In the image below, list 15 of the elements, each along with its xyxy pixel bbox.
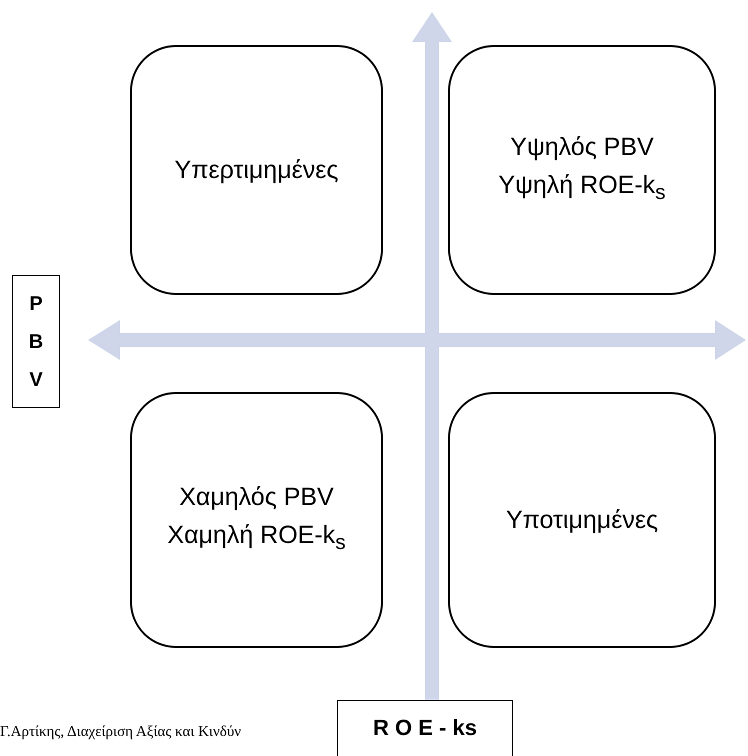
quadrant-box (130, 45, 383, 295)
quadrant-box (448, 392, 716, 648)
axis-title: P B V (28, 292, 44, 392)
quadrant-box (130, 392, 383, 648)
quadrant-text: Υψηλή ROE-k$_{s}$ (498, 170, 666, 206)
quadrant-text: Υπερτιμημένες (174, 155, 338, 186)
quadrant-text: Χαμηλή ROE-k$_{s}$ (167, 520, 346, 556)
axis-title-box (12, 275, 60, 408)
axis-title-box (337, 700, 513, 756)
source-note: Γ.Αρτίκης, Διαχείριση Αξίας και Κινδύν (0, 724, 242, 741)
quadrant-text: Υποτιμημένες (506, 505, 658, 536)
quadrant-text: Υψηλός PBV (510, 132, 654, 163)
quadrant-text: Χαμηλός PBV (179, 482, 334, 513)
axis-title: R O E - ks (373, 715, 477, 741)
quadrant-box (448, 45, 716, 295)
